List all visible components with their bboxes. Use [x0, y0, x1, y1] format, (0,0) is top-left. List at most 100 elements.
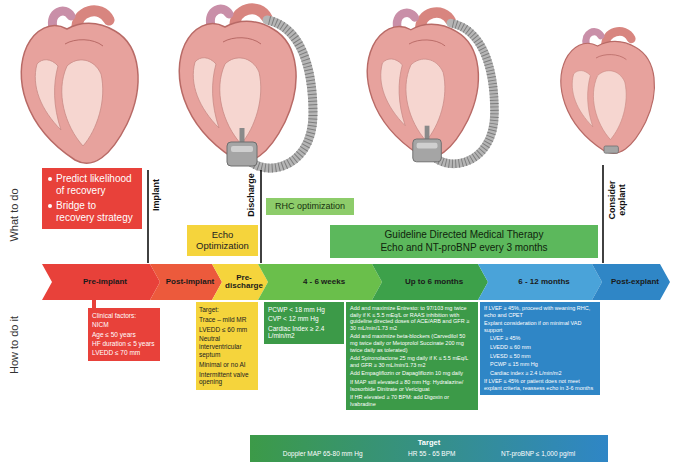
text-row: Add and maximize beta-blockers (Carvedil… [350, 333, 474, 353]
box-text: LVEF ≥ 45% [490, 335, 596, 342]
therapy-box: Add and maximize Entresto: to 97/103 mg … [346, 302, 478, 410]
goal-box: Guideline Directed Medical TherapyEcho a… [330, 225, 598, 258]
row-heading: How to do it [8, 316, 20, 374]
box-text: RHC optimization [269, 201, 351, 212]
bullet-dot [48, 177, 52, 181]
box-text: LVEDD ≤ 70 mm [92, 349, 156, 357]
milestone-line [602, 165, 604, 263]
box-text: Echo Optimization [190, 229, 255, 252]
text-row: NICM [92, 321, 156, 329]
phase-text: Post-explant [611, 278, 659, 286]
text-row: Echo Optimization [190, 229, 255, 252]
text-row: Cardiac index ≥ 2.4 L/min/m2 [484, 370, 596, 377]
milestone-label: Implant [152, 179, 162, 211]
box-text: LVESD ≤ 50 mm [490, 353, 596, 360]
phase-arrow: Up to 6 months [372, 264, 488, 300]
box-text: If LVEF ≤ 45% or patient does not meet e… [484, 378, 596, 391]
text-row: Clinical factors: [92, 312, 156, 320]
box-text: LVEDD ≤ 60 mm [490, 344, 596, 351]
box-text: Intermittent valve opening [199, 371, 255, 387]
phase-arrow: 4 - 6 weeks [258, 264, 382, 300]
text-row: Guideline Directed Medical Therapy [334, 229, 594, 241]
text-row: LVEDD ≤ 60 mm [484, 344, 596, 351]
target-bar: TargetDoppler MAP 65-80 mm HgHR 55 - 65 … [250, 435, 608, 462]
criteria-box: PCWP < 18 mm HgCVP < 12 mm Hg Cardiac Ind… [264, 302, 344, 344]
text-row: Add and maximize Entresto: to 97/103 mg … [350, 305, 474, 331]
text-row: Minimal or no AI [199, 361, 255, 369]
text-row: Add Spironolactone 25 mg daily if K ≤ 5.… [350, 355, 474, 368]
row-heading: What to do [8, 188, 20, 241]
goal-box: RHC optimization [266, 198, 354, 215]
text-row: RHC optimization [269, 201, 351, 212]
target-head: Target [260, 438, 598, 447]
text-row: If LVEF ≥ 45%, proceed with weaning RHC,… [484, 305, 596, 318]
box-text: Age ≤ 50 years [92, 331, 156, 339]
text-row: If MAP still elevated ≥ 80 mm Hg: Hydral… [350, 379, 474, 392]
phase-arrow: Pre-discharge [212, 264, 268, 300]
text-row: Age ≤ 50 years [92, 331, 156, 339]
text-row: Trace – mild MR [199, 316, 255, 324]
text-row: If HR elevated ≥ 70 BPM: add Digoxin or … [350, 394, 474, 407]
text-row: Explant consideration if on minimal VAD … [484, 320, 596, 333]
text-row: Predict likelihood of recovery [48, 173, 136, 197]
box-text: Add Empagliflozin or Dapagliflozin 10 mg… [350, 370, 474, 377]
text-row: If LVEF ≤ 45% or patient does not meet e… [484, 378, 596, 391]
target-row: Doppler MAP 65-80 mm HgHR 55 - 65 BPMNT-… [260, 450, 598, 458]
box-text: CVP < 12 mm Hg [268, 315, 340, 323]
box-text: Bridge to recovery strategy [56, 200, 136, 224]
goal-box: Echo Optimization [187, 225, 258, 256]
phase-text: Pre-implant [83, 278, 127, 286]
box-text: Trace – mild MR [199, 316, 255, 324]
criteria-box: If LVEF ≥ 45%, proceed with weaning RHC,… [480, 302, 600, 395]
phase-text: Up to 6 months [405, 278, 463, 286]
box-text: HF duration ≤ 5 years [92, 340, 156, 348]
goal-box: Predict likelihood of recoveryBridge to … [42, 168, 142, 229]
box-text: Cardiac index ≥ 2.4 L/min/m2 [490, 370, 596, 377]
target-value: Doppler MAP 65-80 mm Hg [283, 450, 363, 458]
box-text: If HR elevated ≥ 70 BPM: add Digoxin or … [350, 394, 474, 407]
phase-arrow: Post-implant [150, 264, 222, 300]
box-text: Add and maximize Entresto: to 97/103 mg … [350, 305, 474, 331]
text-row: Bridge to recovery strategy [48, 200, 136, 224]
box-text: Explant consideration if on minimal VAD … [484, 320, 596, 333]
milestone-label: Discharge [247, 173, 257, 217]
text-row: PCWP < 18 mm Hg [268, 306, 340, 314]
box-text: Neutral interventricular septum [199, 335, 255, 358]
target-title: Target [260, 438, 598, 447]
box-text: NICM [92, 321, 156, 329]
bullet-dot [48, 204, 52, 208]
text-row: Echo and NT-proBNP every 3 months [334, 242, 594, 254]
text-row: PCWP ≤ 15 mm Hg [484, 361, 596, 368]
phase-arrow: 6 - 12 months [478, 264, 602, 300]
criteria-box: Target: Trace – mild MR LVEDD ≤ 60 mmNeutr… [196, 302, 258, 390]
text-row: LVESD ≤ 50 mm [484, 353, 596, 360]
text-row: Neutral interventricular septum [199, 335, 255, 358]
text-row: LVEDD ≤ 70 mm [92, 349, 156, 357]
phase-arrow: Post-explant [592, 264, 670, 300]
box-text: LVEDD ≤ 60 mm [199, 326, 255, 334]
box-text: Add Spironolactone 25 mg daily if K ≤ 5.… [350, 355, 474, 368]
box-text: PCWP < 18 mm Hg [268, 306, 340, 314]
box-text: Echo and NT-proBNP every 3 months [334, 242, 594, 254]
text-row: LVEDD ≤ 60 mm [199, 326, 255, 334]
text-row: Intermittent valve opening [199, 371, 255, 387]
box-text: Predict likelihood of recovery [56, 173, 136, 197]
target-value: NT-proBNP ≤ 1,000 pg/ml [501, 450, 575, 458]
phase-text: Pre-discharge [221, 274, 267, 291]
box-text: Cardiac Index ≥ 2.4 L/min/m2 [268, 325, 340, 341]
phase-text: Post-implant [166, 278, 214, 286]
milestone-line [260, 170, 262, 263]
stem [92, 300, 96, 308]
text-row: HF duration ≤ 5 years [92, 340, 156, 348]
phase-text: 6 - 12 months [518, 278, 570, 286]
box-text: If MAP still elevated ≥ 80 mm Hg: Hydral… [350, 379, 474, 392]
box-text: If LVEF ≥ 45%, proceed with weaning RHC,… [484, 305, 596, 318]
text-row: Add Empagliflozin or Dapagliflozin 10 mg… [350, 370, 474, 377]
box-text: Target: [199, 306, 255, 314]
box-text: PCWP ≤ 15 mm Hg [490, 361, 596, 368]
box-text: Clinical factors: [92, 312, 156, 320]
text-row: CVP < 12 mm Hg [268, 315, 340, 323]
text-row: LVEF ≥ 45% [484, 335, 596, 342]
text-row: Target: [199, 306, 255, 314]
box-text: Add and maximize beta-blockers (Carvedil… [350, 333, 474, 353]
